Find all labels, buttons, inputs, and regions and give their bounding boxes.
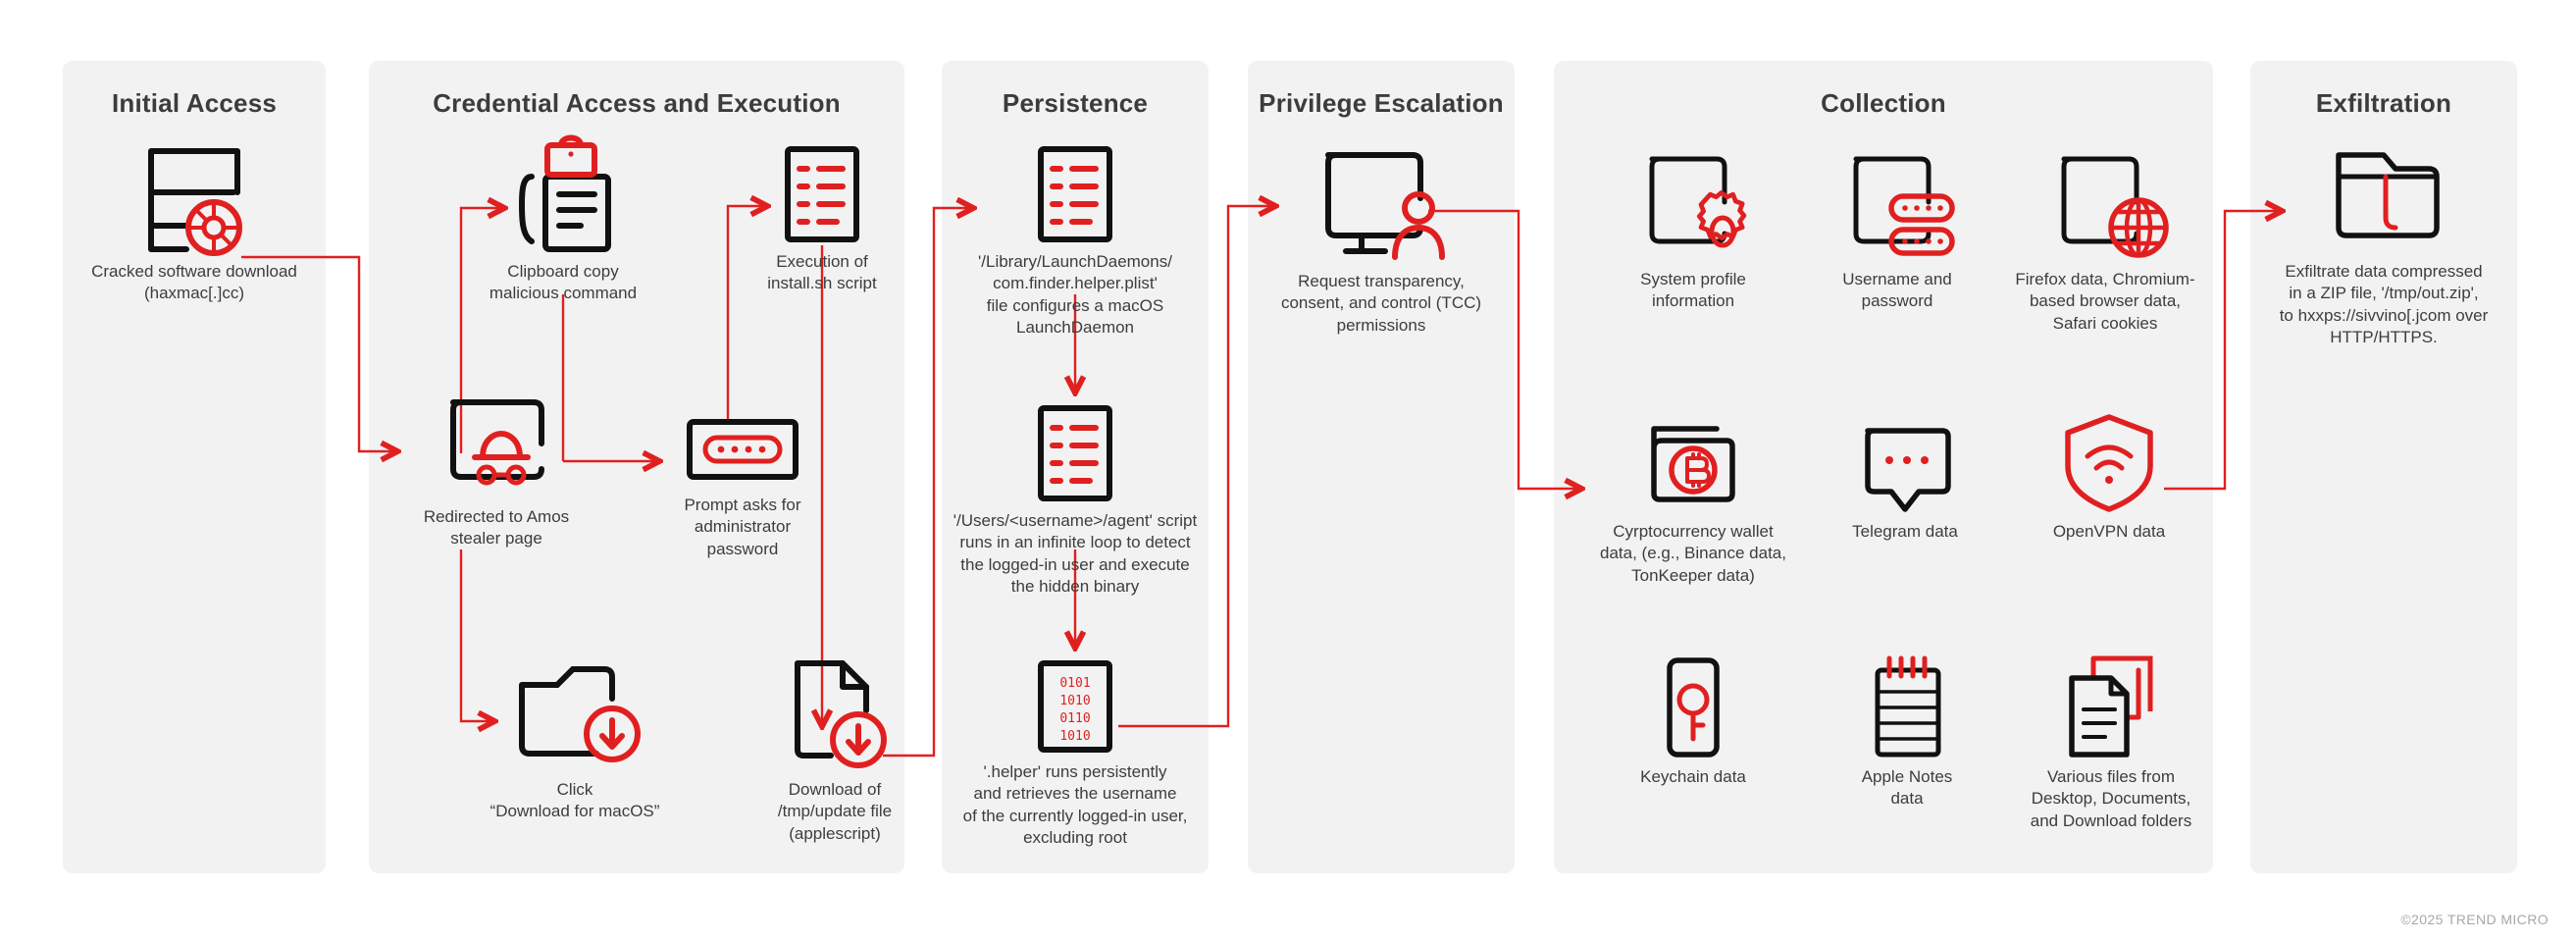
node-various-files[interactable]: Various files from Desktop, Documents, a… [2003,653,2219,832]
shield-wifi-icon [2052,407,2166,515]
node-browser-data[interactable]: Firefox data, Chromium- based browser da… [1999,145,2211,335]
window-gear-icon [1628,145,1758,263]
node-launchdaemon-plist[interactable]: '/Library/LaunchDaemons/ com.finder.help… [948,143,1203,340]
binary-code-icon: 0101 1010 0110 1010 [1035,657,1115,756]
password-field-icon [684,410,801,489]
node-caption: Username and password [1842,270,1952,311]
documents-stack-icon [2050,653,2172,760]
node-openvpn-data[interactable]: OpenVPN data [2007,407,2211,543]
node-redirected-amos[interactable]: Redirected to Amos stealer page [390,392,602,550]
phone-key-icon [1636,653,1750,760]
node-caption: '.helper' runs persistently and retrieve… [962,762,1188,848]
script-lines-icon [1035,143,1115,245]
node-caption: System profile information [1640,270,1746,311]
node-apple-notes[interactable]: Apple Notes data [1805,653,2009,810]
node-caption: Cracked software download (haxmac[.]cc) [91,262,297,303]
chat-bubble-icon [1848,407,1962,515]
script-lines-icon [782,143,862,245]
node-caption: Click “Download for macOS” [489,780,660,821]
node-caption: OpenVPN data [2052,522,2166,541]
clipboard-document-icon [504,133,622,255]
node-caption: Cyrptocurrency wallet data, (e.g., Binan… [1600,522,1786,585]
browser-window-target-icon [131,137,257,256]
node-caption: Telegram data [1852,522,1958,541]
node-system-profile[interactable]: System profile information [1591,145,1795,313]
node-caption: Redirected to Amos stealer page [423,507,570,549]
monitor-user-icon [1303,137,1460,265]
stage-title-credential-access: Credential Access and Execution [433,88,841,118]
svg-text:1010: 1010 [1059,729,1090,744]
node-cracked-software[interactable]: Cracked software download (haxmac[.]cc) [80,137,308,305]
stage-title-privilege-escalation: Privilege Escalation [1259,88,1504,118]
node-crypto-wallet[interactable]: Cyrptocurrency wallet data, (e.g., Binan… [1579,407,1807,587]
node-caption: Keychain data [1640,767,1746,786]
file-download-icon [776,655,894,773]
stage-panel-initial-access: Initial Access [63,61,326,873]
stage-title-collection: Collection [1821,88,1946,118]
node-helper-binary[interactable]: 0101 1010 0110 1010 '.helper' runs persi… [928,657,1222,850]
svg-text:1010: 1010 [1059,694,1090,708]
node-tcc-permissions[interactable]: Request transparency, consent, and contr… [1258,137,1505,337]
node-execution-install-sh[interactable]: Execution of install.sh script [749,143,895,295]
node-caption: Various files from Desktop, Documents, a… [2030,767,2192,830]
stage-title-persistence: Persistence [1002,88,1149,118]
folder-zip-icon [2315,137,2452,255]
node-caption: Firefox data, Chromium- based browser da… [2015,270,2195,333]
wallet-bitcoin-icon [1636,407,1750,515]
stage-title-exfiltration: Exfiltration [2315,88,2452,118]
node-keychain-data[interactable]: Keychain data [1591,653,1795,788]
notepad-icon [1850,653,1964,760]
browser-window-download-icon [502,655,647,773]
svg-text:0110: 0110 [1059,711,1090,726]
window-credentials-icon [1832,145,1962,263]
node-agent-script[interactable]: '/Users/<username>/agent' script runs in… [932,402,1218,599]
stage-title-initial-access: Initial Access [111,88,278,118]
browser-window-mask-icon [432,392,561,500]
node-exfiltrate[interactable]: Exfiltrate data compressed in a ZIP file… [2260,137,2507,349]
node-prompt-admin-password[interactable]: Prompt asks for administrator password [649,410,836,560]
node-caption: Clipboard copy malicious command [489,262,638,303]
node-caption: Download of /tmp/update file (applescrip… [777,780,893,843]
node-username-password[interactable]: Username and password [1795,145,1999,313]
node-clipboard-copy[interactable]: Clipboard copy malicious command [453,133,673,305]
node-caption: Exfiltrate data compressed in a ZIP file… [2279,262,2489,347]
node-download-tmp-update[interactable]: Download of /tmp/update file (applescrip… [742,655,928,845]
node-telegram-data[interactable]: Telegram data [1803,407,2007,543]
node-caption: Execution of install.sh script [767,252,877,293]
node-caption: Apple Notes data [1861,767,1953,809]
node-caption: Request transparency, consent, and contr… [1280,272,1482,335]
copyright-footer: ©2025 TREND MICRO [2400,912,2549,927]
node-caption: '/Users/<username>/agent' script runs in… [953,511,1198,597]
node-caption: Prompt asks for administrator password [684,496,801,558]
node-click-download-macos[interactable]: Click “Download for macOS” [461,655,689,823]
svg-text:0101: 0101 [1059,676,1090,691]
script-lines-icon [1035,402,1115,504]
window-globe-icon [2040,145,2170,263]
node-caption: '/Library/LaunchDaemons/ com.finder.help… [978,252,1172,338]
